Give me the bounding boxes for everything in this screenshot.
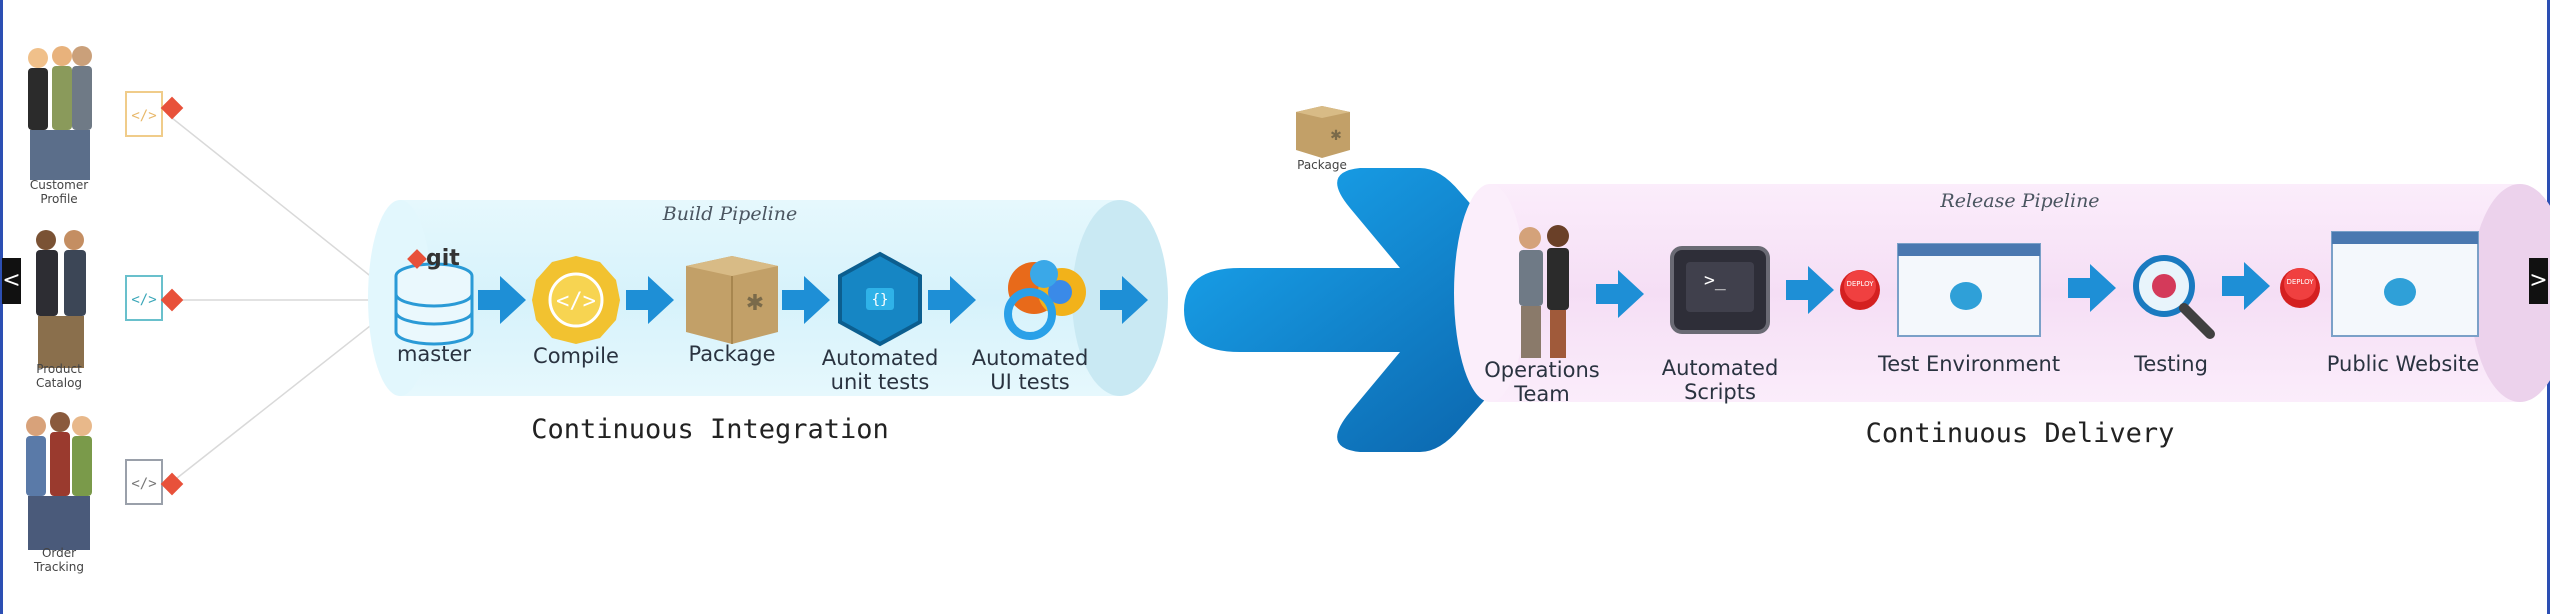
svg-text:</>: </> [131,292,156,308]
code-file-icon-3: </> [125,459,184,505]
svg-text:>_: >_ [1704,270,1726,291]
unit-tests-icon: {} [838,251,922,347]
people-group-order-tracking [26,412,92,550]
build-pipeline-title: Build Pipeline [662,203,798,225]
step-label-testing: Testing [2134,352,2208,376]
svg-text:</>: </> [131,476,156,492]
next-slide-button[interactable]: > [2529,258,2548,304]
svg-text:</>: </> [131,108,156,124]
step-label-public-website: Public Website [2326,352,2480,376]
release-pipeline-title: Release Pipeline [1940,190,2100,212]
terminal-icon: >_ [1670,246,1770,334]
git-label: git [426,246,460,271]
people-group-product-catalog [36,230,86,368]
step-label-package: Package [688,342,776,366]
code-file-icon-1: </> [125,91,184,137]
team-connectors [171,117,399,483]
people-group-customer-profile [28,46,92,180]
continuous-integration-label: Continuous Integration [531,414,889,445]
svg-text:</>: </> [556,289,596,314]
svg-text:✱: ✱ [1330,128,1342,144]
deploy-badge-label-2: DEPLOY [2286,278,2314,286]
code-file-icon-2: </> [125,275,184,321]
step-label-test-environment: Test Environment [1877,352,2061,376]
deploy-button-icon-1 [1840,270,1880,310]
deploy-button-icon-2 [2280,268,2320,308]
browsers-icon [1004,260,1086,340]
testing-magnifier-icon [2133,255,2215,339]
database-icon [394,262,474,346]
cd-flow-arrows [1596,262,2270,318]
public-website-browser-icon [2331,231,2479,337]
git-logo-icon [407,249,427,269]
package-box-icon: ✱ [686,256,778,344]
test-environment-browser-icon [1897,243,2041,337]
deploy-badge-label-1: DEPLOY [1846,280,1874,288]
operations-team-icon [1519,225,1569,358]
step-label-compile: Compile [533,344,619,368]
svg-text:{}: {} [872,292,889,308]
compile-icon: </> [532,256,620,344]
package-small-label: Package [1297,158,1347,172]
prev-slide-button[interactable]: < [2,258,21,304]
svg-text:✱: ✱ [746,291,764,316]
ci-flow-arrows [478,276,1148,324]
package-small-icon: ✱ [1296,106,1350,158]
left-window-edge [0,0,3,614]
step-label-master: master [396,342,472,366]
continuous-delivery-label: Continuous Delivery [1865,418,2175,449]
